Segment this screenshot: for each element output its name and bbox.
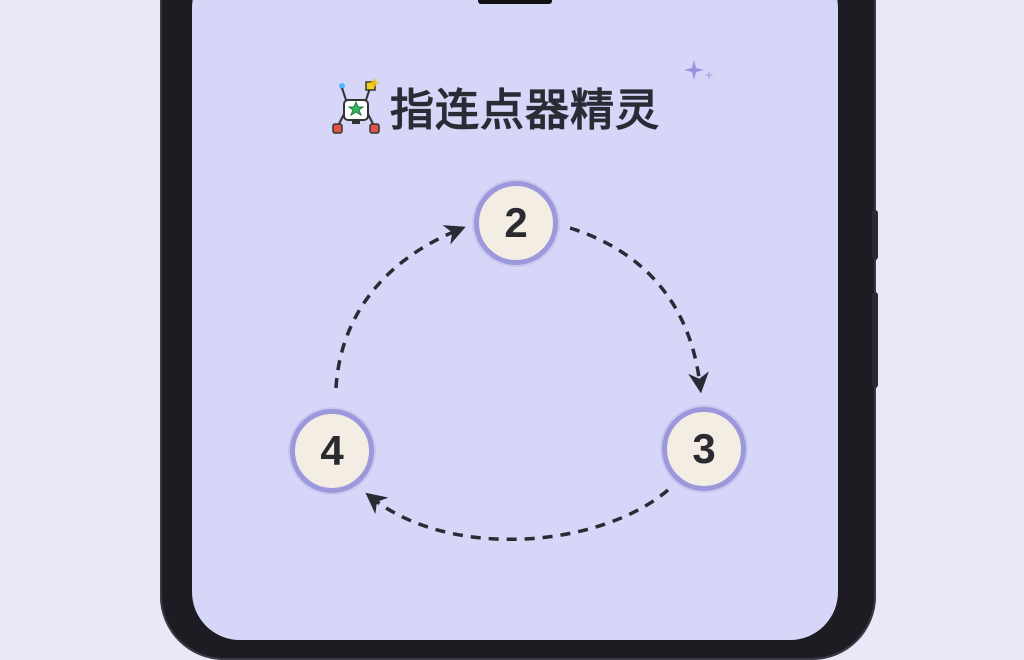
arrow-4-to-2 (334, 225, 466, 389)
app-header: 指连点器精灵 (330, 66, 660, 146)
robot-gear-icon (332, 78, 380, 134)
phone-side-button (872, 292, 878, 388)
app-title: 指连点器精灵 (390, 85, 660, 136)
phone-screen (192, 0, 838, 640)
sequence-arrows (334, 225, 709, 542)
tap-point-4[interactable]: 4 (290, 409, 374, 493)
arrow-3-to-4 (365, 488, 670, 542)
tap-point-4-label: 4 (320, 427, 344, 474)
tap-point-2-label: 2 (504, 199, 528, 246)
sparkle-icon (684, 60, 714, 80)
arrow-2-to-3 (569, 226, 709, 394)
phone-volume-button (872, 210, 878, 260)
tap-point-3-label: 3 (692, 425, 716, 472)
tap-point-3[interactable]: 3 (662, 407, 746, 491)
tap-point-2[interactable]: 2 (474, 181, 558, 265)
phone-notch (478, 0, 552, 4)
